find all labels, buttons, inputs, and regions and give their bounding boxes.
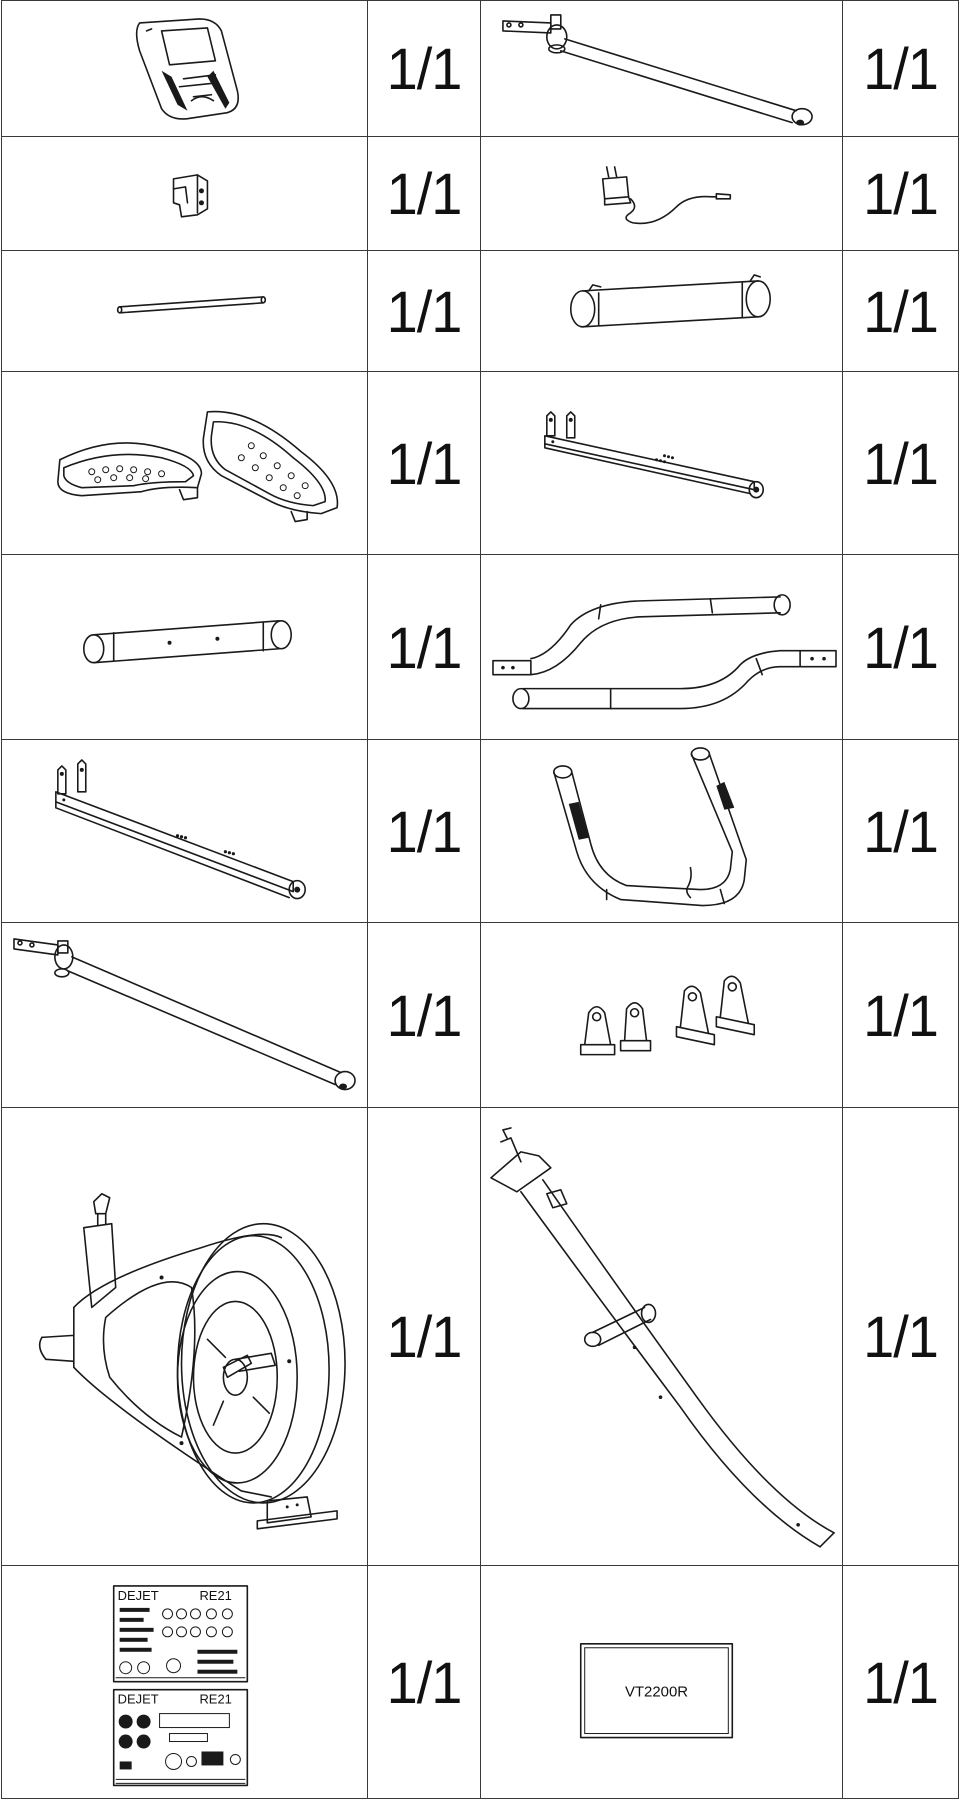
part-image-cell <box>480 0 843 137</box>
quantity-text: 1/1 <box>863 278 939 345</box>
table-row: 1/1 1/1 <box>1 370 959 556</box>
table-row: DEJET RE21 DEJET RE21 <box>1 1564 959 1799</box>
table-row: 1/1 1/1 <box>1 922 959 1108</box>
stabilizer-tube-short-drawing <box>569 274 771 328</box>
quantity-cell: 1/1 <box>367 1564 481 1799</box>
small-bracket-drawing <box>172 173 209 218</box>
pedal-rail-right-drawing <box>544 411 765 499</box>
card-bottom-brand: DEJET <box>118 1692 159 1707</box>
quantity-cell: 1/1 <box>842 370 959 556</box>
table-row: 1/1 1/1 <box>1 250 959 372</box>
support-brackets-drawing <box>579 976 756 1056</box>
table-row: 1/1 1/1 <box>1 135 959 252</box>
quantity-text: 1/1 <box>386 1303 463 1370</box>
pedal-rail-left-drawing <box>55 759 306 900</box>
part-image-cell <box>480 554 843 740</box>
card-top-model: RE21 <box>199 1588 231 1603</box>
quantity-text: 1/1 <box>386 160 463 227</box>
quantity-text: 1/1 <box>386 278 463 345</box>
part-image-cell <box>1 370 368 556</box>
fixed-handlebar-drawing <box>553 747 748 907</box>
part-image-cell <box>1 135 368 252</box>
part-image-cell <box>480 738 843 924</box>
quantity-cell: 1/1 <box>842 922 959 1108</box>
quantity-cell: 1/1 <box>842 554 959 740</box>
part-image-cell <box>480 1106 843 1566</box>
quantity-cell: 1/1 <box>842 0 959 137</box>
quantity-cell: 1/1 <box>367 0 481 137</box>
part-image-cell: DEJET RE21 DEJET RE21 <box>1 1564 368 1799</box>
quantity-text: 1/1 <box>863 614 939 681</box>
console-computer-drawing <box>135 18 240 120</box>
part-image-cell <box>480 922 843 1108</box>
part-image-cell <box>1 0 368 137</box>
quantity-text: 1/1 <box>386 35 463 102</box>
quantity-text: 1/1 <box>863 982 939 1049</box>
quantity-cell: 1/1 <box>842 738 959 924</box>
quantity-cell: 1/1 <box>367 135 481 252</box>
manual-label-drawing: VT2200R <box>579 1642 734 1739</box>
power-adapter-drawing <box>601 165 732 224</box>
quantity-cell: 1/1 <box>367 738 481 924</box>
quantity-text: 1/1 <box>863 798 939 865</box>
part-image-cell <box>480 135 843 252</box>
quantity-cell: 1/1 <box>367 554 481 740</box>
part-image-cell <box>1 738 368 924</box>
quantity-cell: 1/1 <box>842 135 959 252</box>
moving-handlebars-drawing <box>492 594 837 710</box>
quantity-text: 1/1 <box>386 430 463 497</box>
main-frame-drawing <box>38 1193 346 1530</box>
part-image-cell <box>480 370 843 556</box>
part-image-cell <box>1 922 368 1108</box>
table-row: 1/1 1/1 <box>1 738 959 924</box>
quantity-text: 1/1 <box>386 798 463 865</box>
quantity-cell: 1/1 <box>842 250 959 372</box>
part-image-cell <box>1 250 368 372</box>
quantity-text: 1/1 <box>863 1649 939 1716</box>
quantity-cell: 1/1 <box>367 1106 481 1566</box>
quantity-text: 1/1 <box>386 982 463 1049</box>
hardware-cards-drawing: DEJET RE21 DEJET RE21 <box>112 1585 249 1787</box>
quantity-cell: 1/1 <box>367 250 481 372</box>
quantity-cell: 1/1 <box>367 370 481 556</box>
table-row: 1/1 1/1 <box>1 0 959 137</box>
axle-rod-drawing <box>116 296 267 314</box>
pedals-pair-drawing <box>57 410 339 523</box>
quantity-cell: 1/1 <box>367 922 481 1108</box>
part-image-cell <box>1 554 368 740</box>
part-image-cell: VT2200R <box>480 1564 843 1799</box>
quantity-text: 1/1 <box>386 614 463 681</box>
part-image-cell <box>480 250 843 372</box>
manual-label-text: VT2200R <box>625 1684 688 1701</box>
table-row: 1/1 1/1 <box>1 1106 959 1566</box>
front-stabilizer-tube-drawing <box>82 620 292 664</box>
quantity-text: 1/1 <box>386 1649 463 1716</box>
card-bottom-model: RE21 <box>199 1692 231 1707</box>
quantity-text: 1/1 <box>863 35 939 102</box>
table-row: 1/1 1/1 <box>1 554 959 740</box>
quantity-cell: 1/1 <box>842 1564 959 1799</box>
quantity-text: 1/1 <box>863 430 939 497</box>
quantity-cell: 1/1 <box>842 1106 959 1566</box>
quantity-text: 1/1 <box>863 160 939 227</box>
part-image-cell <box>1 1106 368 1566</box>
quantity-text: 1/1 <box>863 1303 939 1370</box>
pedal-arm-long-drawing <box>502 14 813 126</box>
pedal-arm-long-left-drawing <box>13 938 356 1091</box>
card-top-brand: DEJET <box>118 1588 159 1603</box>
console-mast-drawing <box>490 1127 835 1548</box>
